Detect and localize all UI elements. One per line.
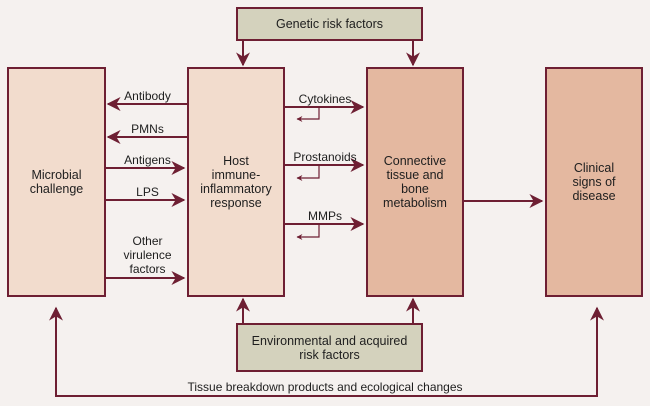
label-antibody: Antibody	[124, 89, 171, 103]
loop-prostanoids	[296, 165, 320, 181]
label-cytokines: Cytokines	[298, 92, 352, 106]
label-other-virulence: Other virulence factors	[123, 234, 172, 276]
loop-cytokines	[296, 107, 320, 122]
label-antigens: Antigens	[124, 153, 171, 167]
microbial-challenge-box: Microbial challenge	[7, 67, 106, 297]
label-prostanoids: Prostanoids	[293, 150, 357, 164]
label-feedback: Tissue breakdown products and ecological…	[187, 380, 463, 394]
label-mmps: MMPs	[308, 209, 342, 223]
label-lps: LPS	[136, 185, 159, 199]
label-pmns: PMNs	[131, 122, 164, 136]
feedback-line	[55, 308, 598, 397]
genetic-risk-factors-box: Genetic risk factors	[236, 7, 423, 41]
host-response-box: Host immune- inflammatory response	[187, 67, 285, 297]
connective-tissue-box: Connective tissue and bone metabolism	[366, 67, 464, 297]
loop-mmps	[296, 224, 320, 240]
environmental-risk-factors-box: Environmental and acquired risk factors	[236, 323, 423, 372]
clinical-signs-box: Clinical signs of disease	[545, 67, 643, 297]
